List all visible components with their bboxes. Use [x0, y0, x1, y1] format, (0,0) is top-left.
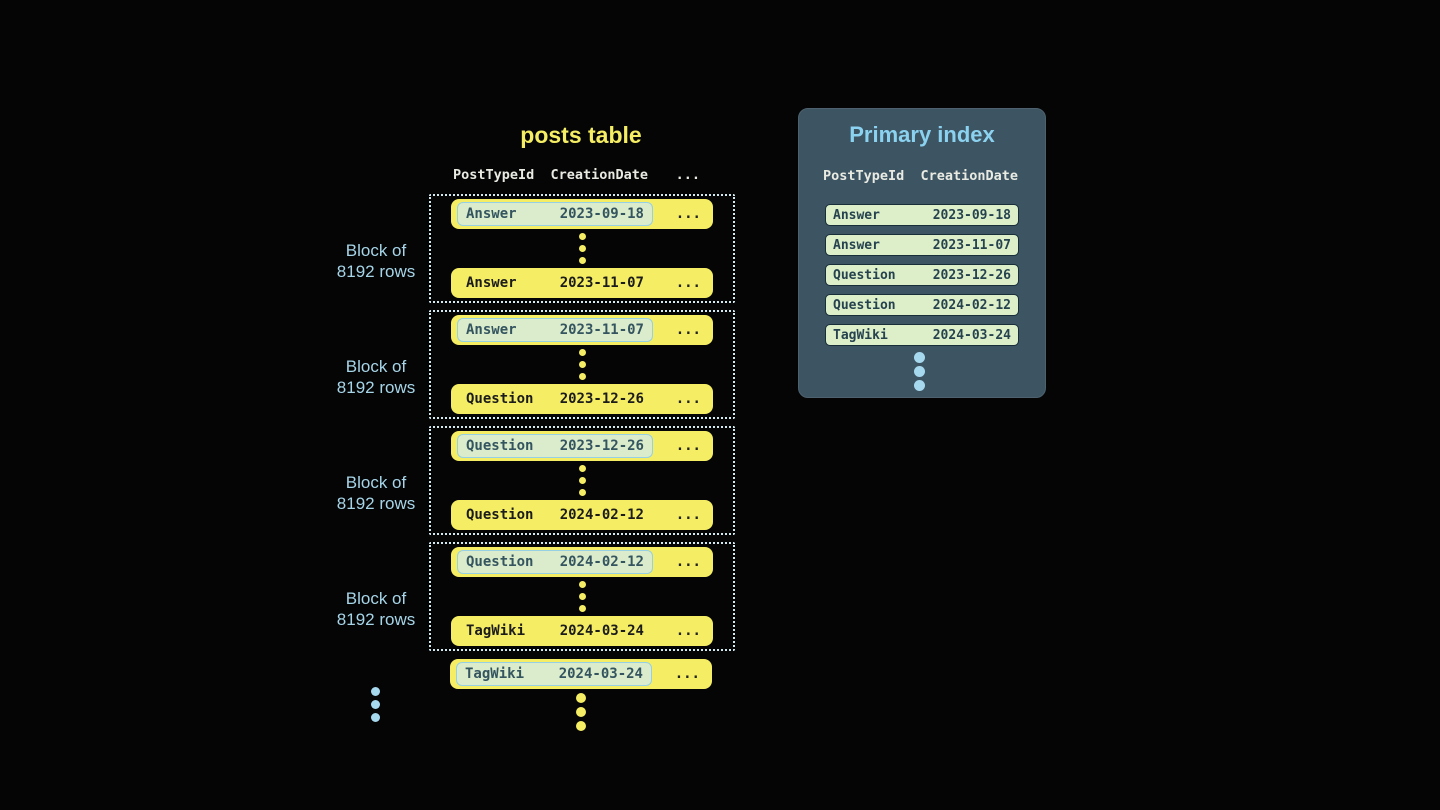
post-type-cell: Question [466, 438, 534, 454]
index-entry-row: Answer 2023-09-18 [825, 204, 1019, 226]
row-more-columns: ... [675, 554, 701, 570]
row-more-columns: ... [675, 507, 701, 523]
row-more-columns: ... [675, 623, 701, 639]
primary-index-panel: Primary index PostTypeId CreationDate An… [798, 108, 1046, 398]
row-block-1: Answer 2023-09-18 ... Answer 2023-11-07 … [429, 194, 735, 303]
primary-index-header: PostTypeId CreationDate [823, 168, 1018, 184]
post-type-cell: Answer [833, 207, 880, 223]
post-type-cell: Answer [833, 237, 880, 253]
post-type-cell: Question [833, 297, 896, 313]
block-label-3: Block of 8192 rows [336, 473, 416, 513]
block-first-row-highlight: Question 2024-02-12 [457, 550, 653, 574]
post-type-cell: Question [466, 507, 534, 523]
table-row: Question 2024-02-12 ... [451, 547, 713, 577]
creation-date-cell: 2023-09-18 [932, 207, 1011, 223]
creation-date-cell: 2024-03-24 [932, 327, 1011, 343]
post-type-cell: Question [466, 391, 534, 407]
creation-date-cell: 2023-11-07 [932, 237, 1011, 253]
hidden-rows-ellipsis-dots [578, 349, 586, 380]
table-row-overflow: TagWiki 2024-03-24 ... [450, 659, 712, 689]
column-header-posttypeid: PostTypeId [823, 168, 905, 184]
index-entry-row: Question 2024-02-12 [825, 294, 1019, 316]
hidden-rows-ellipsis-dots [578, 465, 586, 496]
creation-date-cell: 2023-12-26 [559, 438, 644, 454]
block-label-1: Block of 8192 rows [336, 241, 416, 281]
block-last-row: Question 2023-12-26 [457, 387, 653, 411]
row-block-3: Question 2023-12-26 ... Question 2024-02… [429, 426, 735, 535]
creation-date-cell: 2023-12-26 [559, 391, 644, 407]
post-type-cell: Answer [466, 206, 517, 222]
post-type-cell: Answer [466, 322, 517, 338]
creation-date-cell: 2023-09-18 [559, 206, 644, 222]
table-row: Answer 2023-11-07 ... [451, 268, 713, 298]
block-first-row-highlight: Answer 2023-09-18 [457, 202, 653, 226]
post-type-cell: Question [466, 554, 534, 570]
creation-date-cell: 2024-02-12 [559, 554, 644, 570]
primary-index-rows: Answer 2023-09-18 Answer 2023-11-07 Ques… [825, 204, 1019, 354]
table-row: Answer 2023-11-07 ... [451, 315, 713, 345]
hidden-rows-ellipsis-dots [578, 581, 586, 612]
row-more-columns: ... [675, 322, 701, 338]
posts-table-title: posts table [520, 122, 642, 148]
post-type-cell: TagWiki [465, 666, 525, 682]
column-header-creationdate: CreationDate [920, 168, 1018, 184]
hidden-rows-ellipsis-dots [578, 233, 586, 264]
row-more-columns: ... [675, 275, 701, 291]
more-index-entries-ellipsis-dots [914, 352, 925, 391]
block-first-row-highlight: Answer 2023-11-07 [457, 318, 653, 342]
creation-date-cell: 2023-11-07 [559, 322, 644, 338]
row-more-columns: ... [674, 666, 700, 682]
block-last-row: Question 2024-02-12 [457, 503, 653, 527]
row-block-2: Answer 2023-11-07 ... Question 2023-12-2… [429, 310, 735, 419]
post-type-cell: Question [833, 267, 896, 283]
block-first-row-highlight: TagWiki 2024-03-24 [456, 662, 652, 686]
post-type-cell: Answer [466, 275, 517, 291]
creation-date-cell: 2024-02-12 [559, 507, 644, 523]
row-more-columns: ... [675, 391, 701, 407]
posts-table-header: PostTypeId CreationDate ... [450, 165, 712, 185]
creation-date-cell: 2024-03-24 [559, 623, 644, 639]
more-blocks-ellipsis-dots [371, 687, 380, 722]
row-more-columns: ... [675, 206, 701, 222]
creation-date-cell: 2023-12-26 [932, 267, 1011, 283]
row-block-4: Question 2024-02-12 ... TagWiki 2024-03-… [429, 542, 735, 651]
more-rows-ellipsis-dots [576, 693, 586, 731]
block-label-4: Block of 8192 rows [336, 589, 416, 629]
row-more-columns: ... [675, 438, 701, 454]
column-header-creationdate: CreationDate [550, 167, 648, 183]
table-row: Question 2024-02-12 ... [451, 500, 713, 530]
creation-date-cell: 2023-11-07 [559, 275, 644, 291]
index-entry-row: TagWiki 2024-03-24 [825, 324, 1019, 346]
column-header-posttypeid: PostTypeId [453, 167, 535, 183]
table-row: Question 2023-12-26 ... [451, 431, 713, 461]
creation-date-cell: 2024-03-24 [558, 666, 643, 682]
table-row: Answer 2023-09-18 ... [451, 199, 713, 229]
column-header-more: ... [675, 167, 700, 183]
block-last-row: Answer 2023-11-07 [457, 271, 653, 295]
table-row: TagWiki 2024-03-24 ... [451, 616, 713, 646]
creation-date-cell: 2024-02-12 [932, 297, 1011, 313]
block-label-2: Block of 8192 rows [336, 357, 416, 397]
post-type-cell: TagWiki [833, 327, 888, 343]
block-first-row-highlight: Question 2023-12-26 [457, 434, 653, 458]
index-entry-row: Answer 2023-11-07 [825, 234, 1019, 256]
block-last-row: TagWiki 2024-03-24 [457, 619, 653, 643]
post-type-cell: TagWiki [466, 623, 526, 639]
primary-index-title: Primary index [849, 122, 995, 147]
index-entry-row: Question 2023-12-26 [825, 264, 1019, 286]
table-row: Question 2023-12-26 ... [451, 384, 713, 414]
